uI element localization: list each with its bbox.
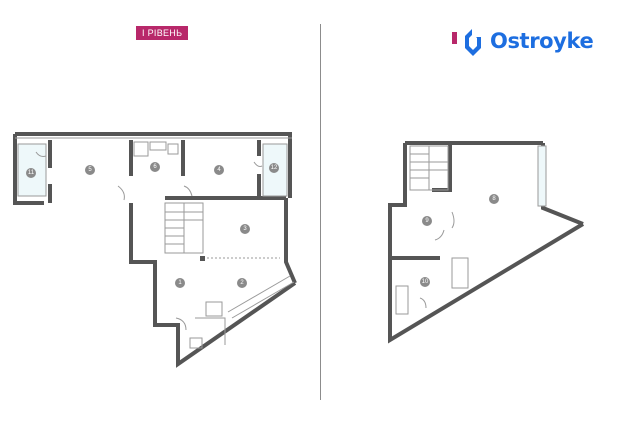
kitchen-sink <box>205 301 223 317</box>
room-marker-1: 1 <box>175 278 185 288</box>
door-swing-12 <box>253 161 263 167</box>
door-swing-entry <box>175 317 187 331</box>
level-2-vanity <box>451 257 469 289</box>
bathtub <box>395 285 409 315</box>
room-marker-10: 10 <box>420 277 430 287</box>
svg-text:12: 12 <box>271 165 278 171</box>
door-swing-8 <box>451 211 455 229</box>
svg-text:1: 1 <box>178 280 182 286</box>
room-marker-5: 5 <box>85 165 95 175</box>
room-marker-11: 11 <box>26 168 36 178</box>
door-swing-11 <box>35 151 47 157</box>
level-badge: І РІВЕНЬ <box>136 26 189 40</box>
level-2-balcony <box>537 145 547 207</box>
room-markers-level-1: 1 2 3 4 5 6 11 <box>26 162 279 288</box>
bath-fixture <box>133 141 149 157</box>
level-2-outer-wall <box>388 143 585 344</box>
stair-enclosure-wall <box>432 143 452 192</box>
bath-toilet <box>167 143 179 155</box>
svg-text:2: 2 <box>240 280 244 286</box>
level-divider <box>320 24 321 400</box>
level-1-left-wall <box>13 134 44 205</box>
room-markers-level-2: 8 9 10 <box>420 194 499 287</box>
svg-text:10: 10 <box>422 279 429 285</box>
room-marker-8: 8 <box>489 194 499 204</box>
room-marker-4: 4 <box>214 165 224 175</box>
column <box>200 256 205 261</box>
svg-text:9: 9 <box>425 218 429 224</box>
door-swing-10 <box>419 297 427 309</box>
room-marker-12: 12 <box>269 163 279 173</box>
room-marker-3: 3 <box>240 224 250 234</box>
room-marker-2: 2 <box>237 278 247 288</box>
staircase-level-1 <box>164 202 204 254</box>
ostroyke-logo-icon <box>465 28 481 56</box>
svg-text:8: 8 <box>492 196 496 202</box>
level-2-right-wall <box>541 143 584 226</box>
door-swing-9 <box>434 229 445 241</box>
kitchen-run-inner <box>231 281 295 319</box>
room-marker-6: 6 <box>150 162 160 172</box>
level-1-right-lower-wall <box>284 198 297 284</box>
svg-text:3: 3 <box>243 226 247 232</box>
brand-name: Ostroyke <box>490 29 594 53</box>
room-marker-9: 9 <box>422 216 432 226</box>
level-2-plan: 8 9 10 <box>388 141 585 344</box>
svg-text:5: 5 <box>88 167 92 173</box>
staircase-level-2 <box>409 145 449 191</box>
kitchen-counter <box>195 317 226 345</box>
svg-text:6: 6 <box>153 164 157 170</box>
svg-text:4: 4 <box>217 167 221 173</box>
door-swing-5 <box>117 185 125 201</box>
svg-text:11: 11 <box>28 170 35 176</box>
wc-toilet <box>189 337 203 349</box>
level-1-plan: 1 2 3 4 5 6 11 <box>13 132 297 368</box>
bath-sink <box>149 141 167 151</box>
level-1-outer-wall <box>129 203 297 368</box>
door-swing-6 <box>183 185 193 197</box>
kitchen-run <box>227 275 291 313</box>
brand-accent-tab <box>452 32 457 44</box>
